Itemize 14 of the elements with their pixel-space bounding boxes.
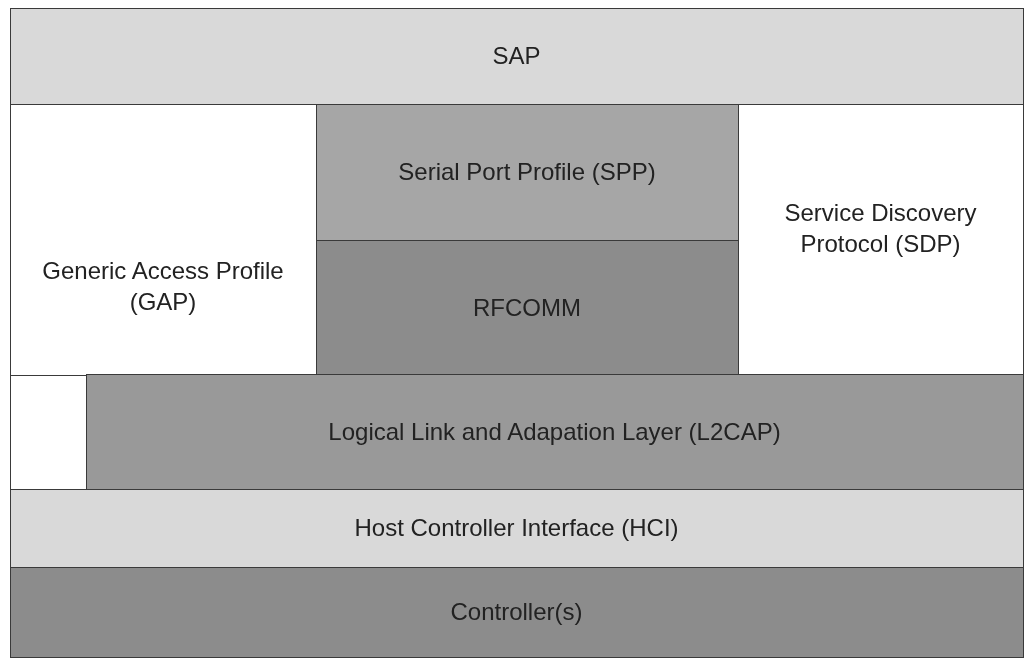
- layer-box: [315, 239, 739, 376]
- layer-label: Host Controller Interface (HCI): [354, 513, 679, 544]
- layer-label: RFCOMM: [473, 292, 581, 323]
- layer-label: Serial Port Profile (SPP): [398, 157, 656, 188]
- layer-box: [9, 7, 1024, 105]
- layer-label: Generic Access Profile (GAP): [41, 255, 285, 317]
- layer-label: Service Discovery Protocol (SDP): [783, 197, 978, 259]
- layer-label: Logical Link and Adapation Layer (L2CAP): [328, 417, 781, 448]
- layer-box: [85, 373, 1024, 491]
- layer-box: [315, 103, 739, 241]
- layer-label: SAP: [492, 41, 541, 72]
- layer-box: [9, 566, 1024, 658]
- layer-label: Controller(s): [450, 597, 583, 628]
- layer-box: [9, 488, 1024, 568]
